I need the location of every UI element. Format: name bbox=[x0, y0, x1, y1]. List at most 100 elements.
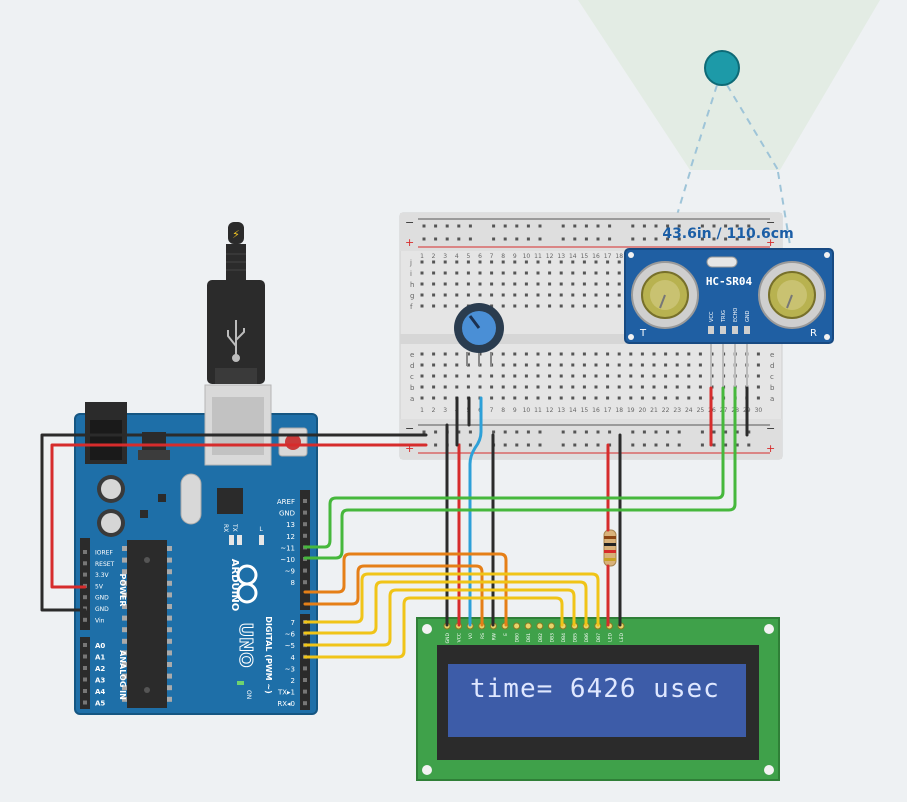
breadboard-hole[interactable] bbox=[559, 385, 563, 389]
breadboard-hole[interactable] bbox=[455, 260, 459, 264]
breadboard-hole[interactable] bbox=[617, 260, 621, 264]
breadboard-hole[interactable] bbox=[455, 385, 459, 389]
breadboard-hole[interactable] bbox=[432, 352, 436, 356]
breadboard-hole[interactable] bbox=[756, 374, 760, 378]
rail-hole[interactable] bbox=[712, 430, 716, 434]
breadboard-hole[interactable] bbox=[687, 385, 691, 389]
breadboard-hole[interactable] bbox=[455, 374, 459, 378]
rail-hole[interactable] bbox=[608, 443, 612, 447]
wire-trig[interactable] bbox=[303, 386, 725, 549]
rail-hole[interactable] bbox=[538, 443, 542, 447]
rail-hole[interactable] bbox=[735, 443, 739, 447]
wire-lcd-db4[interactable] bbox=[303, 572, 600, 627]
breadboard-hole[interactable] bbox=[582, 304, 586, 308]
breadboard-hole[interactable] bbox=[559, 293, 563, 297]
rail-hole[interactable] bbox=[747, 430, 751, 434]
rail-hole[interactable] bbox=[422, 430, 426, 434]
rail-hole[interactable] bbox=[596, 224, 600, 228]
breadboard-hole[interactable] bbox=[501, 352, 505, 356]
rail-hole[interactable] bbox=[503, 430, 507, 434]
breadboard-hole[interactable] bbox=[582, 396, 586, 400]
rail-hole[interactable] bbox=[526, 430, 530, 434]
breadboard-hole[interactable] bbox=[594, 352, 598, 356]
breadboard-hole[interactable] bbox=[559, 374, 563, 378]
rail-hole[interactable] bbox=[596, 430, 600, 434]
rail-hole[interactable] bbox=[573, 430, 577, 434]
breadboard-hole[interactable] bbox=[559, 260, 563, 264]
header-pin[interactable] bbox=[303, 678, 307, 682]
breadboard-hole[interactable] bbox=[617, 363, 621, 367]
breadboard-hole[interactable] bbox=[640, 352, 644, 356]
breadboard-hole[interactable] bbox=[536, 304, 540, 308]
breadboard-hole[interactable] bbox=[629, 352, 633, 356]
breadboard-hole[interactable] bbox=[466, 363, 470, 367]
rail-hole[interactable] bbox=[538, 430, 542, 434]
rail-hole[interactable] bbox=[712, 237, 716, 241]
breadboard-hole[interactable] bbox=[478, 374, 482, 378]
breadboard-hole[interactable] bbox=[594, 271, 598, 275]
rail-hole[interactable] bbox=[503, 224, 507, 228]
breadboard-hole[interactable] bbox=[524, 282, 528, 286]
wire-lcd-db5[interactable] bbox=[303, 580, 588, 635]
rail-hole[interactable] bbox=[666, 430, 670, 434]
breadboard-hole[interactable] bbox=[698, 374, 702, 378]
rail-hole[interactable] bbox=[724, 443, 728, 447]
breadboard-hole[interactable] bbox=[652, 385, 656, 389]
breadboard-hole[interactable] bbox=[501, 271, 505, 275]
rail-hole[interactable] bbox=[434, 430, 438, 434]
breadboard-hole[interactable] bbox=[606, 304, 610, 308]
breadboard-hole[interactable] bbox=[420, 260, 424, 264]
wire-echo[interactable] bbox=[303, 386, 737, 560]
header-pin[interactable] bbox=[303, 568, 307, 573]
sensor-pin[interactable] bbox=[720, 326, 726, 334]
breadboard-hole[interactable] bbox=[548, 352, 552, 356]
rail-hole[interactable] bbox=[747, 224, 751, 228]
rail-hole[interactable] bbox=[677, 443, 681, 447]
breadboard-hole[interactable] bbox=[420, 374, 424, 378]
breadboard-hole[interactable] bbox=[559, 271, 563, 275]
rail-hole[interactable] bbox=[642, 430, 646, 434]
rail-hole[interactable] bbox=[700, 443, 704, 447]
rail-hole[interactable] bbox=[468, 224, 472, 228]
breadboard-hole[interactable] bbox=[455, 271, 459, 275]
header-pin[interactable] bbox=[303, 499, 307, 503]
rail-hole[interactable] bbox=[596, 443, 600, 447]
rail-hole[interactable] bbox=[677, 237, 681, 241]
rail-hole[interactable] bbox=[538, 224, 542, 228]
breadboard-hole[interactable] bbox=[466, 385, 470, 389]
breadboard-hole[interactable] bbox=[675, 363, 679, 367]
sensor-pin[interactable] bbox=[744, 326, 750, 334]
rail-hole[interactable] bbox=[666, 443, 670, 447]
breadboard-hole[interactable] bbox=[606, 396, 610, 400]
rail-hole[interactable] bbox=[468, 443, 472, 447]
rail-hole[interactable] bbox=[735, 224, 739, 228]
breadboard-hole[interactable] bbox=[594, 396, 598, 400]
breadboard-hole[interactable] bbox=[536, 282, 540, 286]
rail-hole[interactable] bbox=[457, 224, 461, 228]
rail-hole[interactable] bbox=[492, 430, 496, 434]
breadboard-hole[interactable] bbox=[501, 282, 505, 286]
header-pin[interactable] bbox=[83, 689, 87, 693]
breadboard-hole[interactable] bbox=[501, 293, 505, 297]
sensor-pin[interactable] bbox=[732, 326, 738, 334]
rail-hole[interactable] bbox=[515, 430, 519, 434]
rail-hole[interactable] bbox=[445, 224, 449, 228]
rail-hole[interactable] bbox=[573, 224, 577, 228]
breadboard-hole[interactable] bbox=[490, 282, 494, 286]
rail-hole[interactable] bbox=[445, 237, 449, 241]
breadboard-hole[interactable] bbox=[524, 304, 528, 308]
breadboard-hole[interactable] bbox=[490, 385, 494, 389]
breadboard-hole[interactable] bbox=[513, 396, 517, 400]
rail-hole[interactable] bbox=[700, 430, 704, 434]
lcd-pin[interactable] bbox=[513, 622, 521, 630]
breadboard-hole[interactable] bbox=[652, 396, 656, 400]
breadboard-hole[interactable] bbox=[571, 271, 575, 275]
breadboard-hole[interactable] bbox=[443, 304, 447, 308]
header-pin[interactable] bbox=[83, 700, 87, 705]
breadboard-hole[interactable] bbox=[687, 374, 691, 378]
breadboard-hole[interactable] bbox=[756, 396, 760, 400]
rail-hole[interactable] bbox=[561, 224, 565, 228]
breadboard-hole[interactable] bbox=[559, 396, 563, 400]
breadboard-hole[interactable] bbox=[443, 282, 447, 286]
